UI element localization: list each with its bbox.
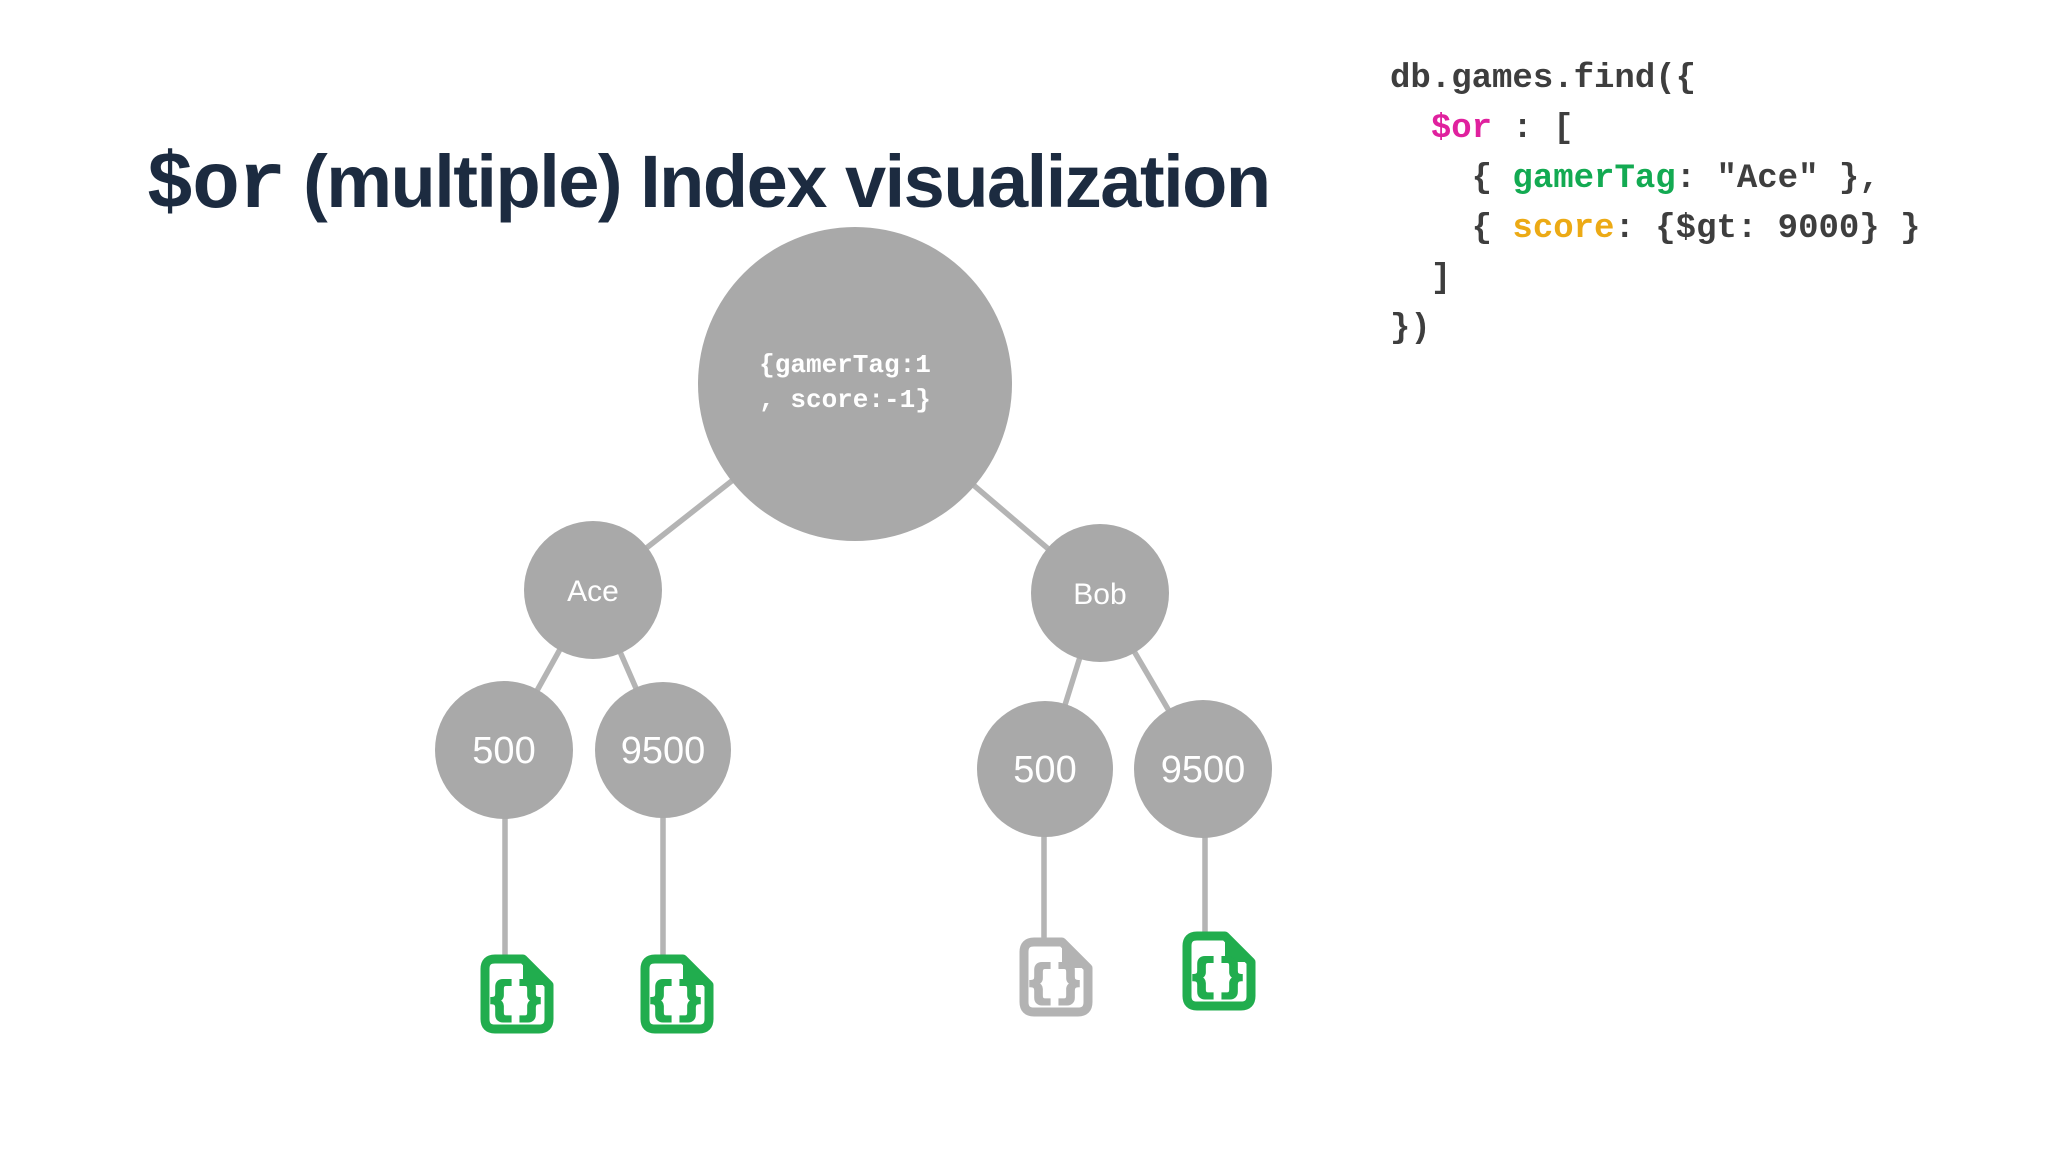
document-braces-glyph: {} — [1190, 953, 1249, 1003]
node-ace — [524, 521, 662, 659]
bob-9500-label: 9500 — [1161, 749, 1246, 791]
document-braces-glyph: {} — [1027, 959, 1086, 1009]
root-label-line1: {gamerTag:1 — [759, 350, 931, 380]
code-score-field: score — [1512, 210, 1615, 248]
document-icons: {} {} {} {} — [480, 931, 1256, 1034]
node-ace-500 — [435, 681, 573, 819]
bob-label: Bob — [1073, 578, 1126, 611]
document-braces-glyph: {} — [648, 976, 707, 1026]
code-line-4-rest: : {$gt: 9000} } — [1614, 210, 1921, 248]
node-ace-9500 — [595, 682, 731, 818]
json-document-icon-matched: {} — [480, 954, 554, 1034]
ace-label: Ace — [567, 575, 619, 608]
code-line-6: }) — [1390, 310, 1431, 348]
code-line-2-rest: : [ — [1492, 110, 1574, 148]
document-fold-corner — [683, 956, 712, 985]
tree-nodes — [435, 227, 1272, 838]
node-bob-500 — [977, 701, 1113, 837]
root-index-node — [698, 227, 1012, 541]
query-code-block: db.games.find({ $or : [ { gamerTag: "Ace… — [1390, 54, 1921, 354]
code-gamertag-field: gamerTag — [1512, 160, 1676, 198]
code-line-4-pre: { — [1390, 210, 1513, 248]
bob-500-label: 500 — [1013, 749, 1076, 791]
code-line-3-rest: : "Ace" }, — [1675, 160, 1880, 198]
document-braces-glyph: {} — [488, 976, 547, 1026]
document-fold-corner — [1225, 933, 1254, 962]
node-bob — [1031, 524, 1169, 662]
document-fold-corner — [523, 956, 552, 985]
ace-9500-label: 9500 — [621, 730, 706, 772]
code-line-1: db.games.find({ — [1390, 60, 1697, 98]
root-label-line2: , score:-1} — [759, 385, 931, 415]
code-line-3-pre: { — [1390, 160, 1513, 198]
title-text: (multiple) Index visualization — [284, 140, 1271, 224]
page-title: $or (multiple) Index visualization — [146, 145, 1271, 227]
code-or-operator: $or — [1430, 110, 1493, 148]
node-bob-9500 — [1134, 700, 1272, 838]
json-document-icon-matched: {} — [1182, 931, 1256, 1011]
ace-500-label: 500 — [472, 730, 535, 772]
tree-node-labels: {gamerTag:1 , score:-1} Ace Bob 500 9500… — [472, 350, 1245, 791]
code-line-5: ] — [1390, 260, 1452, 298]
document-fold-corner — [1062, 939, 1091, 968]
title-operator-token: $or — [146, 141, 286, 233]
json-document-icon-matched: {} — [640, 954, 714, 1034]
json-document-icon-unmatched: {} — [1019, 937, 1093, 1017]
